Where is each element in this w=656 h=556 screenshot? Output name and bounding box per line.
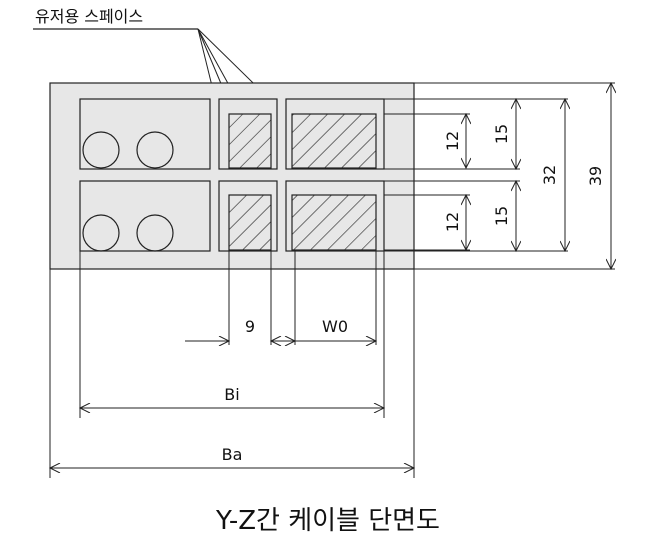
user-space-large-bottom <box>291 194 377 251</box>
user-space-large-frame-bottom <box>285 180 385 252</box>
cable-circle <box>136 214 174 252</box>
user-space-large-top <box>291 113 377 169</box>
user-space-label: 유저용 스페이스 <box>35 7 143 26</box>
user-space-small-frame-bottom <box>218 180 278 252</box>
dim-label-12-bottom: 12 <box>443 212 462 232</box>
user-space-small-frame-top <box>218 98 278 170</box>
cable-circle <box>82 131 120 169</box>
dim-label-15-bottom: 15 <box>492 206 511 226</box>
dim-label-32: 32 <box>540 165 559 185</box>
dim-label-12-top: 12 <box>443 131 462 151</box>
dim-label-9: 9 <box>245 317 255 336</box>
cable-compartment-top <box>79 98 211 170</box>
user-space-small-top <box>228 113 272 169</box>
drawing-caption: Y-Z간 케이블 단면도 <box>216 506 440 536</box>
user-space-large-frame-top <box>285 98 385 170</box>
dim-label-39: 39 <box>586 166 605 186</box>
dim-label-ba: Ba <box>222 445 243 464</box>
dim-label-w0: W0 <box>322 317 348 336</box>
cable-circle <box>136 131 174 169</box>
dim-label-15-top: 15 <box>492 124 511 144</box>
dim-label-bi: Bi <box>224 385 239 404</box>
user-space-small-bottom <box>228 194 272 251</box>
cable-compartment-bottom <box>79 180 211 252</box>
cable-circle <box>82 214 120 252</box>
